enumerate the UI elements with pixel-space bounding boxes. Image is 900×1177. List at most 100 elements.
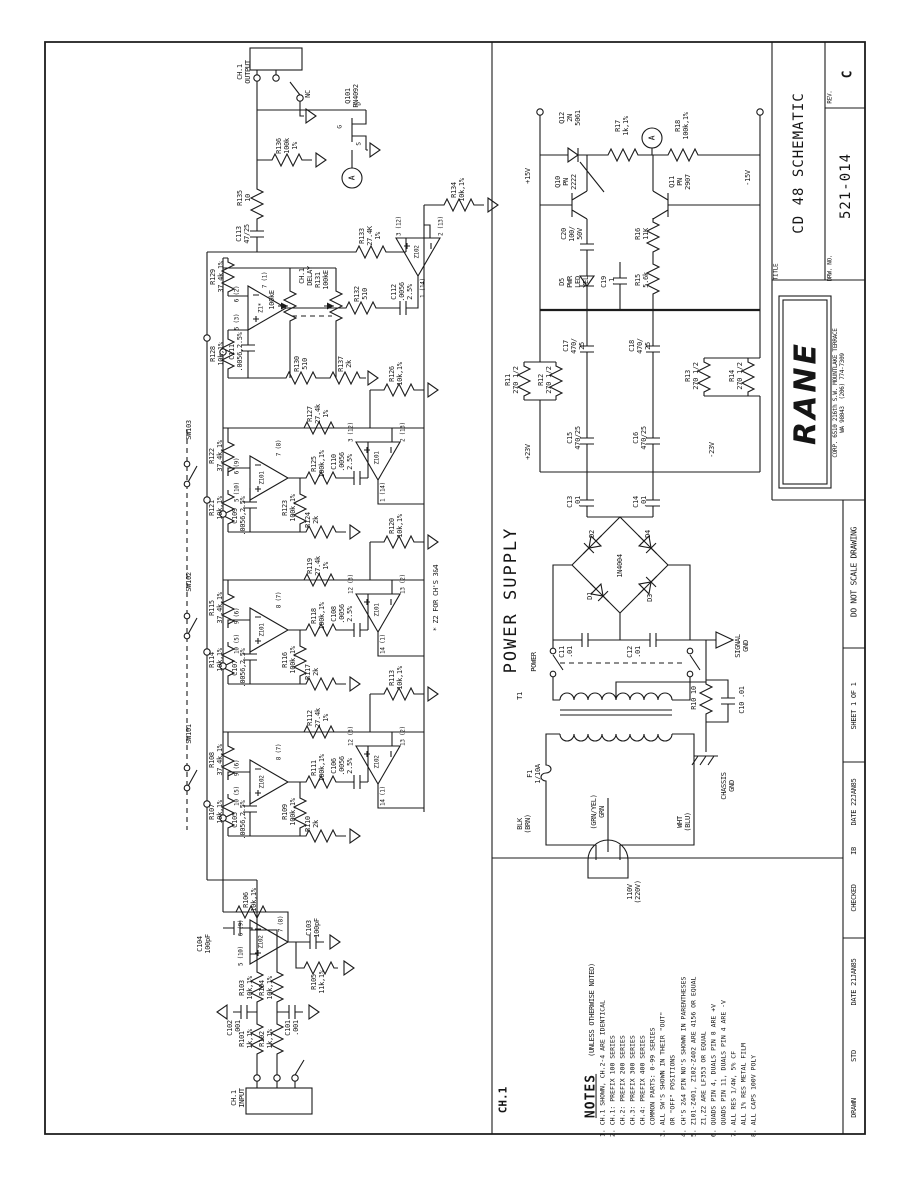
- label-r134: R134 10k,1%: [449, 178, 466, 202]
- pin-label: 2 (13): [399, 422, 407, 442]
- pin-label: 8 (7): [275, 743, 283, 761]
- label-c106: C106 .0056 2.5%: [329, 756, 355, 776]
- label-r12: R12 270 1/2: [536, 366, 553, 394]
- label-r136: R136 100k 1%: [274, 138, 300, 154]
- label-c103: C103 100pF: [304, 918, 321, 938]
- label-ch1-output: CH.1 OUTPUT: [235, 60, 252, 84]
- power-supply-heading: POWER SUPPLY: [501, 526, 522, 674]
- label-r130: R130 510: [292, 356, 309, 372]
- label-r112: R112 27.4k 1%: [305, 708, 331, 728]
- pin-label: 7 (8): [275, 439, 283, 457]
- drawn-field-label: DRAWN: [849, 1098, 858, 1118]
- checked-field-label: CHECKED: [849, 884, 858, 912]
- label-r137: R137 2k: [336, 356, 353, 372]
- pin-q101-d: D: [355, 102, 363, 106]
- pin-label: 6 (9): [233, 457, 241, 475]
- meter-icon: A: [647, 135, 657, 141]
- label-q10: Q10 PN 2222: [553, 174, 579, 190]
- label-c17: C17 470/ 25: [561, 338, 587, 354]
- label-r104: R104 10k,1%: [257, 976, 274, 1000]
- label-sw101: SW101: [184, 724, 193, 744]
- label-r102: R102 1k,1%: [257, 1029, 274, 1049]
- rev-field-label: REV.: [826, 90, 834, 104]
- label-r117: R117 2k: [303, 664, 320, 680]
- label-r11: R11 270 1/2: [503, 366, 520, 394]
- pin-label: 1 (14): [379, 482, 387, 502]
- label-r109: R109 100k,1%: [280, 798, 297, 826]
- label-ch1-input: CH.1 INPUT: [229, 1088, 246, 1108]
- pin-label: 5 (10): [237, 946, 245, 966]
- label-r14: R14 270 1/2: [727, 362, 744, 390]
- pin-label: 10 (5): [233, 634, 241, 654]
- label-r103: R103 10k,1%: [237, 976, 254, 1000]
- label-d1: D1: [585, 592, 594, 600]
- opamp-z102-out: Z102: [413, 245, 421, 259]
- pin-label: 6 (9): [237, 919, 245, 937]
- checked-by: IB: [849, 847, 858, 855]
- opamp-z102: Z102: [373, 755, 381, 769]
- label-r135: R135 10: [235, 190, 252, 206]
- label-r107: R107 10k,1%: [207, 800, 224, 824]
- label-c113: C113 47/25: [234, 224, 251, 244]
- pin-label: 9 (6): [233, 759, 241, 777]
- label-r10: R10 10: [689, 686, 698, 710]
- label-q12: Q12 2N 5061: [557, 110, 583, 126]
- label-c110: C110 .0056 2.5%: [329, 452, 355, 472]
- opamp-z101: Z101: [258, 471, 266, 485]
- opamp-z1: Z1*: [257, 303, 265, 313]
- notes-list: 1. CH.1 SHOWN, CH.2-4 ARE IDENTICAL 2. C…: [598, 976, 758, 1137]
- label-c12: C12 .01: [625, 646, 642, 658]
- label-c19: C19 .1: [599, 276, 616, 288]
- pin-q101-s: S: [355, 142, 363, 146]
- label-sw102: SW102: [184, 572, 193, 592]
- opamp-z102: Z102: [258, 775, 266, 789]
- label-d2: D2: [587, 530, 596, 538]
- label-r131: R131 100kE: [313, 270, 330, 290]
- label-r132: R132 510: [352, 286, 369, 302]
- label-r129: R129 37.4k,1%: [208, 261, 225, 293]
- rev-value: C: [840, 69, 856, 79]
- pin-label: 3 (12): [347, 422, 355, 442]
- label-r111: R111 100k,1%: [309, 754, 326, 782]
- pin-label: 5 (3): [233, 313, 241, 331]
- label-r108: R108 37.4k,1%: [207, 744, 224, 776]
- pin-label: 12 (3): [347, 726, 355, 746]
- label-t1: T1: [515, 692, 524, 700]
- label-c10: C10 .01: [737, 686, 746, 714]
- date-drawn: DATE 21JAN85: [849, 958, 858, 1006]
- rail-p15: +15V: [523, 168, 532, 184]
- label-r110: R110 2k: [303, 816, 320, 832]
- pin-label: 9 (6): [233, 607, 241, 625]
- label-r116: R116 100k,1%: [280, 646, 297, 674]
- label-nc: NC: [303, 90, 312, 98]
- label-q11: Q11 PN 2907: [667, 174, 693, 190]
- label-wire-grn: (GRN/YEL) GRN: [589, 794, 606, 830]
- label-c13: C13 .01: [565, 496, 582, 508]
- label-c104: C104 100pF: [195, 934, 212, 954]
- label-f1: F1 1/10A: [525, 764, 542, 784]
- label-r113: R113 10k,1%: [387, 666, 404, 690]
- label-r131b: 100kE: [267, 290, 276, 310]
- label-sw103: SW103: [184, 420, 193, 440]
- label-r119: R119 27.4k 1%: [305, 556, 331, 576]
- label-r17: R17 1k,1%: [613, 116, 630, 136]
- pin-label: 8 (7): [275, 591, 283, 609]
- label-ch1-delay: CH.1 DELAY: [297, 266, 314, 286]
- notes-subheading: (UNLESS OTHERWISE NOTED): [587, 963, 596, 1057]
- pin-label: 6 (2): [233, 285, 241, 303]
- label-wire-wht: WHT (BLU): [675, 812, 692, 832]
- label-c15: C15 470/25: [565, 426, 582, 450]
- label-z2-note: * Z2 FOR CH'S 3&4: [431, 564, 440, 632]
- label-chassis-gnd: CHASSIS GND: [719, 772, 736, 800]
- drawn-by: STD: [849, 1050, 858, 1062]
- opamp-z101: Z101: [373, 451, 381, 465]
- pin-label: 7 (8): [277, 915, 285, 933]
- opamp-z101: Z101: [258, 623, 266, 637]
- label-r126: R126 10k,1%: [387, 362, 404, 386]
- label-r122: R122 37.4k,1%: [207, 440, 224, 472]
- drw-no-field-label: DRW. NO.: [826, 254, 834, 282]
- label-c105: C105 .0056,2.5%: [230, 800, 247, 840]
- label-c18: C18 470/ 25: [627, 338, 653, 354]
